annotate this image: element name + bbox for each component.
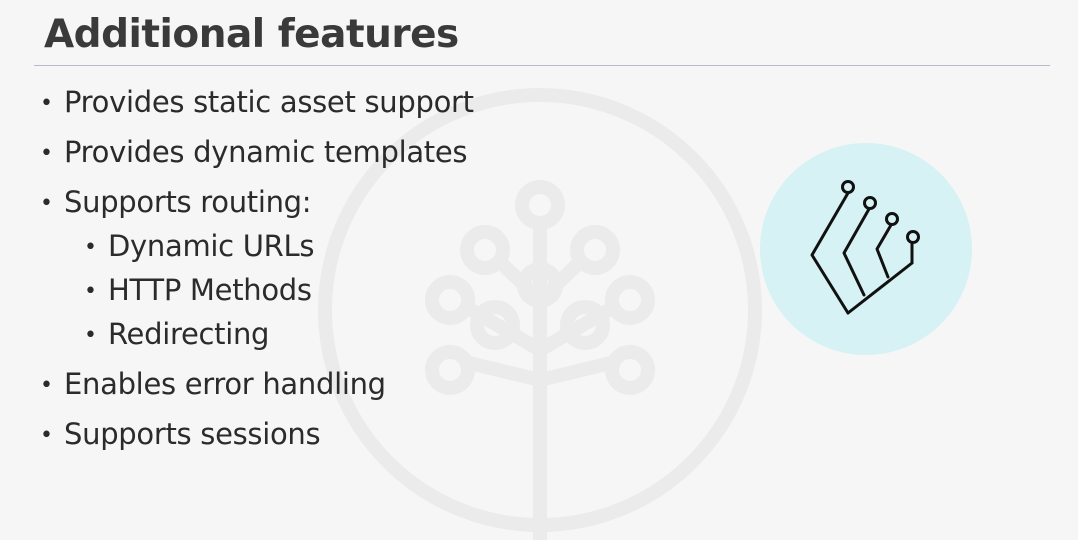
sub-list-item: • HTTP Methods	[40, 268, 474, 312]
sub-bullet-text: Redirecting	[108, 317, 270, 351]
sub-bullet-text: HTTP Methods	[108, 273, 312, 307]
bullet-text: Supports sessions	[64, 417, 321, 451]
bullet-glyph: •	[84, 279, 97, 304]
list-item: • Supports routing:	[40, 180, 474, 224]
feature-list: • Provides static asset support • Provides…	[40, 80, 474, 456]
feature-icon-circle	[760, 143, 972, 355]
sub-list-item: • Redirecting	[40, 312, 474, 356]
bullet-glyph: •	[40, 373, 53, 398]
bullet-glyph: •	[40, 423, 53, 448]
bullet-text: Supports routing:	[64, 185, 312, 219]
bullet-text: Enables error handling	[64, 367, 386, 401]
bullet-glyph: •	[40, 91, 53, 116]
slide-title: Additional features	[44, 12, 459, 57]
bullet-text: Provides dynamic templates	[64, 135, 468, 169]
list-item: • Supports sessions	[40, 412, 474, 456]
list-item: • Enables error handling	[40, 362, 474, 406]
list-item: • Provides static asset support	[40, 80, 474, 124]
bullet-text: Provides static asset support	[64, 85, 474, 119]
list-item: • Provides dynamic templates	[40, 130, 474, 174]
bullet-glyph: •	[84, 235, 97, 260]
bullet-glyph: •	[84, 323, 97, 348]
sub-list-item: • Dynamic URLs	[40, 224, 474, 268]
circuit-branches-icon	[810, 180, 920, 315]
bullet-glyph: •	[40, 191, 53, 216]
title-divider	[34, 65, 1050, 66]
bullet-glyph: •	[40, 141, 53, 166]
sub-bullet-text: Dynamic URLs	[108, 229, 315, 263]
